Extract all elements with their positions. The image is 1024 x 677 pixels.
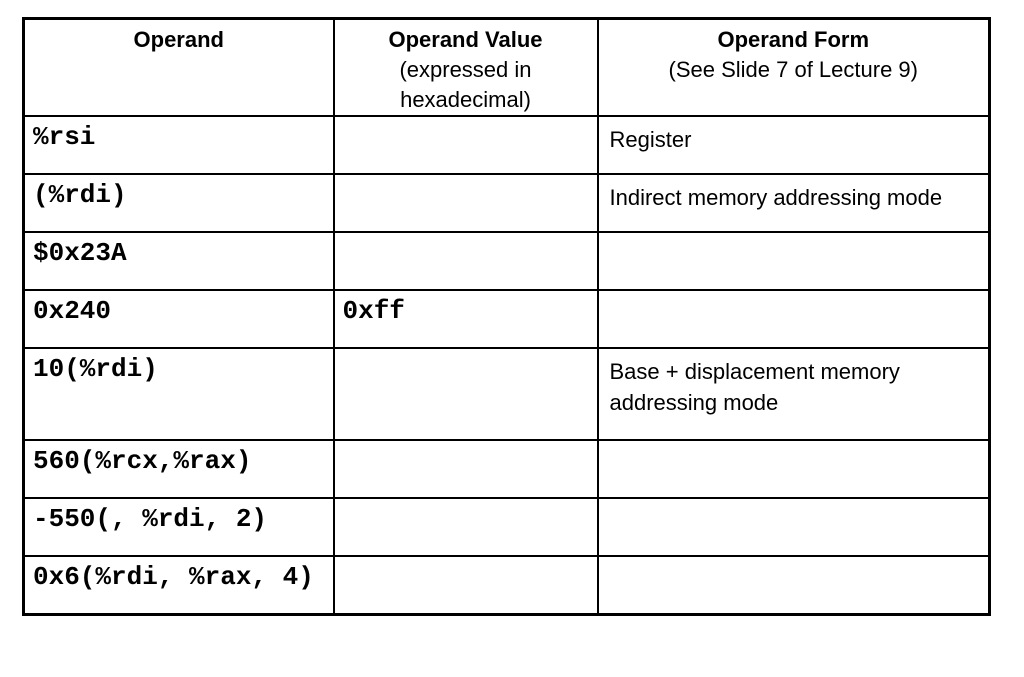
operand-value-cell [332,347,599,441]
operand-value-cell [332,555,599,615]
operand-form-cell [596,289,991,349]
table-row: (%rdi) Indirect memory addressing mode [22,173,991,233]
column-subtitle: (See Slide 7 of Lecture 9) [668,57,918,82]
operand-form-cell: Register [596,115,991,175]
header-row: Operand Operand Value (expressed in hexa… [22,17,991,117]
operand-cell: 560(%rcx,%rax) [22,439,335,499]
operand-cell: $0x23A [22,231,335,291]
operand-cell: 10(%rdi) [22,347,335,441]
operand-cell: -550(, %rdi, 2) [22,497,335,557]
operand-value-cell [332,497,599,557]
operand-form-cell [596,439,991,499]
operand-table: Operand Operand Value (expressed in hexa… [22,17,991,616]
column-title: Operand [133,27,224,52]
column-title: Operand Form [717,27,870,52]
operand-form-cell [596,555,991,615]
table-row: %rsi Register [22,115,991,175]
table-row: 560(%rcx,%rax) [22,439,991,499]
operand-value-cell [332,439,599,499]
operand-form-cell: Indirect memory addressing mode [596,173,991,233]
column-subtitle: (expressed in hexadecimal) [399,57,532,112]
table-row: -550(, %rdi, 2) [22,497,991,557]
table-row: 10(%rdi) Base + displacement memory addr… [22,347,991,441]
operand-value-cell [332,231,599,291]
column-header-operand-value: Operand Value (expressed in hexadecimal) [332,17,599,117]
operand-form-cell [596,231,991,291]
column-title: Operand Value [388,27,543,52]
operand-form-cell: Base + displacement memory addressing mo… [596,347,991,441]
operand-value-cell [332,115,599,175]
column-header-operand-form: Operand Form (See Slide 7 of Lecture 9) [596,17,991,117]
column-header-operand: Operand [22,17,335,117]
operand-cell: 0x6(%rdi, %rax, 4) [22,555,335,615]
table-row: 0x240 0xff [22,289,991,349]
operand-cell: %rsi [22,115,335,175]
operand-cell: (%rdi) [22,173,335,233]
table-row: $0x23A [22,231,991,291]
operand-form-cell [596,497,991,557]
operand-value-cell: 0xff [332,289,599,349]
operand-cell: 0x240 [22,289,335,349]
operand-value-cell [332,173,599,233]
table-row: 0x6(%rdi, %rax, 4) [22,555,991,615]
